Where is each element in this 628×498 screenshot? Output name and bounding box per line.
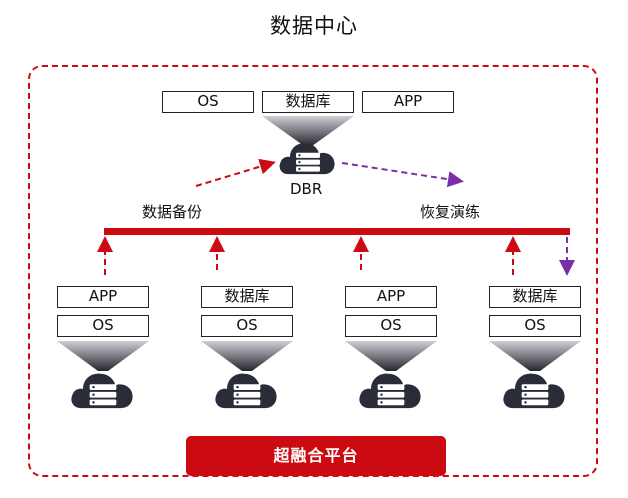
top-box-database: 数据库 bbox=[262, 91, 354, 113]
node-3-top-box: APP bbox=[345, 286, 437, 308]
node-1-bottom-box: OS bbox=[57, 315, 149, 337]
node-4-bottom-box: OS bbox=[489, 315, 581, 337]
node-2-bottom-box: OS bbox=[201, 315, 293, 337]
top-funnel bbox=[262, 116, 354, 146]
node-cloud-icon-3 bbox=[359, 373, 421, 409]
top-box-app: APP bbox=[362, 91, 454, 113]
node-cloud-icon-4 bbox=[503, 373, 565, 409]
backup-label: 数据备份 bbox=[142, 203, 203, 221]
node-1-top-box: APP bbox=[57, 286, 149, 308]
drill-label: 恢复演练 bbox=[420, 203, 481, 221]
node-cloud-icon-1 bbox=[71, 373, 133, 409]
node-funnel-4 bbox=[489, 341, 581, 371]
top-box-os: OS bbox=[162, 91, 254, 113]
node-4-top-box: 数据库 bbox=[489, 286, 581, 308]
node-3-bottom-box: OS bbox=[345, 315, 437, 337]
diagram-title: 数据中心 bbox=[270, 14, 358, 38]
node-funnel-1 bbox=[57, 341, 149, 371]
node-2-top-box: 数据库 bbox=[201, 286, 293, 308]
dbr-label: DBR bbox=[290, 180, 323, 198]
data-center-frame bbox=[28, 65, 598, 477]
dbr-cloud-icon bbox=[279, 143, 335, 175]
node-funnel-3 bbox=[345, 341, 437, 371]
red-bus-bar bbox=[104, 228, 570, 235]
backup-arrow bbox=[195, 158, 276, 187]
drill-arrow bbox=[341, 162, 464, 188]
node-funnel-2 bbox=[201, 341, 293, 371]
platform-banner: 超融合平台 bbox=[186, 436, 446, 476]
node-cloud-icon-2 bbox=[215, 373, 277, 409]
